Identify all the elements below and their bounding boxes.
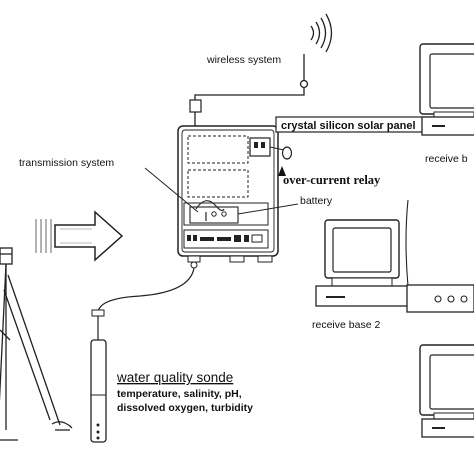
receive-base-1-computer: [419, 43, 474, 136]
receive-base-3-computer: [419, 344, 474, 438]
water-quality-sonde-icon: [90, 309, 107, 443]
over-current-relay-label: over-current relay: [283, 173, 381, 187]
main-enclosure: [177, 125, 285, 269]
water-quality-sonde-label: water quality sonde: [116, 370, 233, 385]
solar-panel-label: crystal silicon solar panel: [281, 120, 416, 132]
control-panel: [183, 229, 269, 249]
transmission-system-label: transmission system: [19, 157, 114, 169]
receive-base-1-label: receive b: [425, 153, 468, 165]
data-flow-arrow: [35, 210, 124, 262]
transmission-module: [183, 202, 269, 226]
sonde-parameters-line2: dissolved oxygen, turbidity: [117, 402, 253, 414]
module-top: [187, 135, 249, 164]
relay-icon: [281, 146, 293, 160]
solar-socket-icon: [249, 137, 271, 157]
sonde-parameters-line1: temperature, salinity, pH,: [117, 388, 242, 400]
battery-label: battery: [300, 195, 333, 207]
field-buoy-structure: [0, 247, 73, 441]
antenna-cable: [194, 88, 305, 100]
receive-base-2-computer: [315, 199, 409, 307]
antenna-connector: [189, 99, 202, 113]
sonde-cable: [97, 267, 195, 340]
wireless-antenna: [299, 13, 333, 89]
receive-base-2-label: receive base 2: [312, 319, 380, 331]
module-middle: [187, 169, 249, 198]
modem-device: [406, 284, 474, 313]
battery-pointer: [237, 203, 299, 215]
wireless-system-label: wireless system: [206, 54, 281, 66]
transmission-pointer: [144, 167, 199, 213]
